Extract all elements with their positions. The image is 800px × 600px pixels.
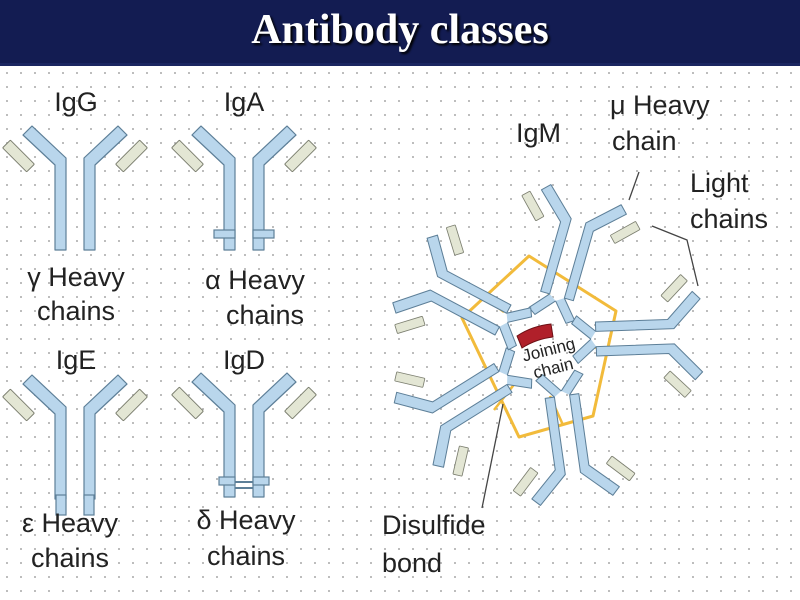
ige-antibody-shape xyxy=(3,375,148,515)
igg-heavy-chains-label: γ Heavy xyxy=(6,262,146,292)
igg-label: IgG xyxy=(38,87,114,117)
iga-antibody-shape xyxy=(172,126,317,250)
slide-title: Antibody classes xyxy=(251,0,549,60)
title-bar: Antibody classes xyxy=(0,0,800,64)
light-chains-label-line2: chains xyxy=(690,204,768,234)
iga-heavy-chains-label: α Heavy xyxy=(185,265,325,295)
ige-chains-label: chains xyxy=(0,543,140,573)
igg-antibody-shape xyxy=(3,126,148,250)
igd-label: IgD xyxy=(206,345,282,375)
iga-chains-label: chains xyxy=(195,300,335,330)
ige-label: IgE xyxy=(38,345,114,375)
igd-chains-label: chains xyxy=(176,541,316,571)
mu-chain-label: chain xyxy=(612,126,677,156)
igm-label: IgM xyxy=(516,118,561,148)
mu-heavy-chain-label: μ Heavy xyxy=(610,90,710,120)
ige-heavy-chains-label: ε Heavy xyxy=(0,508,140,538)
disulfide-bond-label-line2: bond xyxy=(382,548,442,578)
light-chains-label: Light xyxy=(690,168,749,198)
disulfide-bond-label: Disulfide xyxy=(382,510,486,540)
iga-label: IgA xyxy=(206,87,282,117)
igg-chains-label: chains xyxy=(6,296,146,326)
igd-heavy-chains-label: δ Heavy xyxy=(176,505,316,535)
igd-antibody-shape xyxy=(172,373,317,497)
